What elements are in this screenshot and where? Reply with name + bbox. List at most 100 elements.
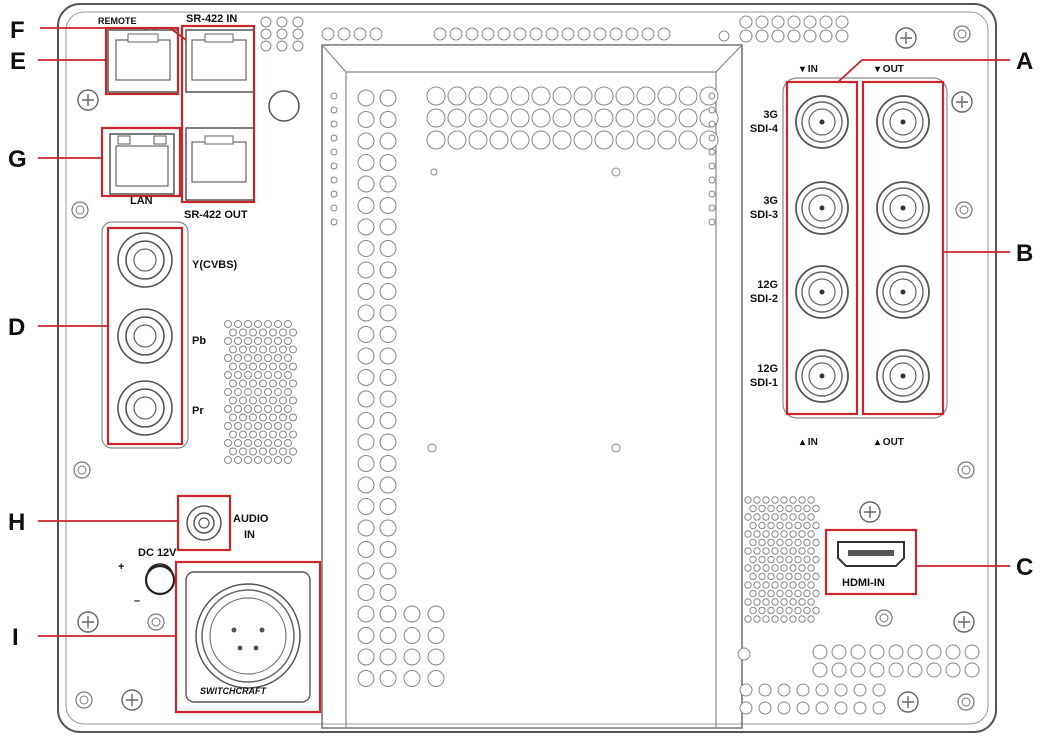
grille-hole <box>749 504 757 513</box>
grille-hole <box>753 513 761 521</box>
grille-hole <box>224 422 232 430</box>
vent-hole <box>357 218 375 236</box>
xlr-pin-4 <box>253 645 259 651</box>
vent-hole <box>872 701 886 715</box>
callout-g: G <box>8 146 27 173</box>
vent-hole <box>427 443 437 453</box>
grille-hole <box>794 504 802 513</box>
grille-hole <box>785 572 793 581</box>
vent-hole <box>636 86 656 106</box>
grille-hole <box>284 422 292 430</box>
grille-hole <box>753 598 761 606</box>
grille-hole <box>798 513 806 521</box>
grille-hole <box>771 496 779 504</box>
grille-hole <box>780 513 788 521</box>
grille-hole <box>269 430 277 439</box>
vent-hole <box>708 92 716 100</box>
vent-hole <box>357 197 375 214</box>
panel-knob <box>268 90 300 122</box>
callout-a: A <box>1016 48 1033 75</box>
vent-hole <box>276 28 288 40</box>
vent-hole <box>678 86 698 106</box>
grille-hole <box>785 589 793 598</box>
grille-hole <box>749 538 757 547</box>
grille-hole <box>244 439 252 447</box>
grille-hole <box>749 589 757 598</box>
grille-hole <box>744 564 752 572</box>
vent-hole <box>353 27 367 41</box>
grille-hole <box>762 547 770 555</box>
sr422-out-label: SR-422 OUT <box>184 209 248 221</box>
vent-hole <box>510 130 530 150</box>
screw-cross <box>958 616 970 628</box>
vent-hole <box>427 648 445 666</box>
grille-hole <box>274 320 282 328</box>
grille-hole <box>758 589 766 598</box>
vent-hole <box>357 519 375 537</box>
callout-i: I <box>12 624 19 651</box>
vent-hole <box>815 701 829 715</box>
grille-hole <box>254 337 262 345</box>
panel-ring-inner <box>957 29 967 39</box>
vent-hole <box>510 86 530 106</box>
vent-hole <box>510 108 530 128</box>
callout-e: E <box>10 48 26 75</box>
screw-cross <box>126 694 138 706</box>
vent-hole <box>379 326 397 343</box>
grille-hole <box>249 379 257 388</box>
grille-hole <box>254 439 262 447</box>
grille-hole <box>229 379 237 388</box>
grille-hole <box>753 615 761 623</box>
vent-hole <box>369 27 383 41</box>
vent-hole <box>489 130 509 150</box>
grille-hole <box>234 371 242 379</box>
vent-holes <box>224 15 980 715</box>
grille-hole <box>789 581 797 589</box>
grille-hole <box>776 589 784 598</box>
grille-hole <box>264 388 272 396</box>
vent-hole <box>292 40 304 52</box>
grille-hole <box>249 328 257 337</box>
vent-hole <box>357 627 375 644</box>
grille-hole <box>798 581 806 589</box>
vent-hole <box>465 27 479 41</box>
vent-hole <box>529 27 543 41</box>
grille-hole <box>289 430 297 439</box>
grille-hole <box>284 388 292 396</box>
grille-hole <box>264 354 272 362</box>
sdi-out-highlight <box>861 80 945 416</box>
grille-hole <box>789 513 797 521</box>
panel-ring-inner <box>961 697 971 707</box>
vent-hole <box>594 130 614 150</box>
grille-hole <box>284 405 292 413</box>
sdi-row-label-line1: 12G <box>757 363 778 375</box>
grille-hole <box>229 362 237 371</box>
vent-hole <box>403 648 421 666</box>
grille-hole <box>807 513 815 521</box>
vent-hole <box>573 130 593 150</box>
sdi-bnc-connectors <box>795 95 930 403</box>
vent-hole <box>853 701 867 715</box>
remote-port <box>107 29 179 93</box>
grille-hole <box>264 405 272 413</box>
grille-hole <box>289 379 297 388</box>
grille-hole <box>762 598 770 606</box>
grille-hole <box>264 456 272 464</box>
sr422-out-port <box>185 127 255 201</box>
grille-hole <box>758 555 766 564</box>
remote-label: REMOTE <box>98 16 137 26</box>
pr-label: Pr <box>192 405 204 417</box>
vent-hole <box>771 15 785 29</box>
vent-hole <box>657 27 671 41</box>
sdi-row-label-line1: 3G <box>763 195 778 207</box>
grille-hole <box>254 422 262 430</box>
vent-hole <box>641 27 655 41</box>
bnc-connector-pin <box>900 289 906 295</box>
vent-hole <box>357 89 375 107</box>
grille-hole <box>785 521 793 530</box>
grille-hole <box>812 538 820 547</box>
grille-hole <box>803 555 811 564</box>
screw-cross <box>82 616 94 628</box>
vent-hole <box>573 86 593 106</box>
grille-hole <box>798 496 806 504</box>
